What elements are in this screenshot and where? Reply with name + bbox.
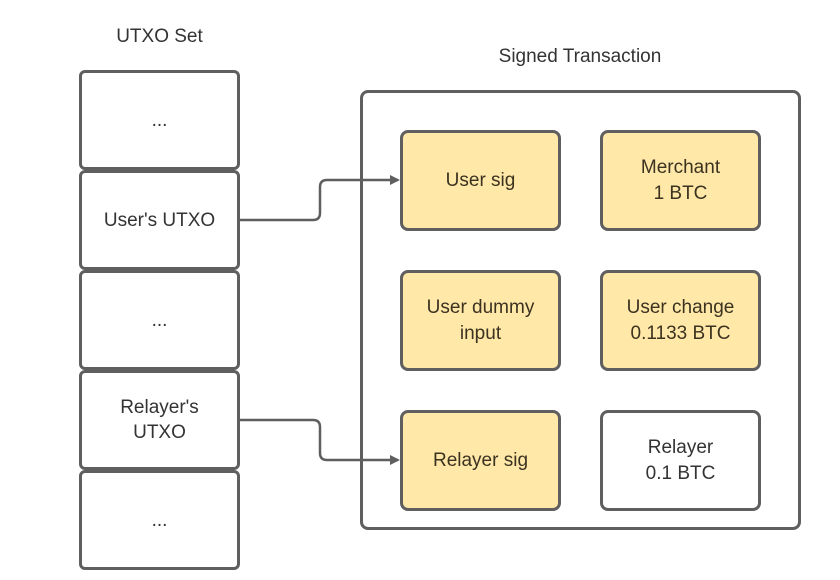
input-relayer-sig: Relayer sig (400, 410, 561, 511)
tx-box-label: User change 0.1133 BTC (626, 296, 735, 344)
tx-box-label: User dummy input (426, 296, 535, 344)
utxo-box-ellipsis-3: ... (79, 470, 240, 570)
utxo-set-title: UTXO Set (116, 26, 203, 47)
utxo-box-users-utxo: User's UTXO (79, 170, 240, 270)
utxo-label: Relayer's UTXO (120, 397, 199, 443)
utxo-label: ... (151, 309, 168, 331)
output-merchant: Merchant 1 BTC (600, 130, 761, 231)
utxo-label: ... (151, 109, 168, 131)
utxo-label: User's UTXO (103, 209, 216, 231)
tx-box-label: Relayer sig (432, 449, 529, 471)
input-user-sig: User sig (400, 130, 561, 231)
signed-transaction-title: Signed Transaction (498, 46, 662, 67)
utxo-box-ellipsis-1: ... (79, 70, 240, 170)
input-user-dummy: User dummy input (400, 270, 561, 371)
output-user-change: User change 0.1133 BTC (600, 270, 761, 371)
utxo-box-ellipsis-2: ... (79, 270, 240, 370)
utxo-box-relayers-utxo: Relayer's UTXO (79, 370, 240, 470)
output-relayer: Relayer 0.1 BTC (600, 410, 761, 511)
tx-box-label: Merchant 1 BTC (640, 156, 721, 204)
tx-box-label: Relayer 0.1 BTC (645, 436, 716, 484)
utxo-label: ... (151, 509, 168, 531)
tx-box-label: User sig (445, 169, 516, 191)
